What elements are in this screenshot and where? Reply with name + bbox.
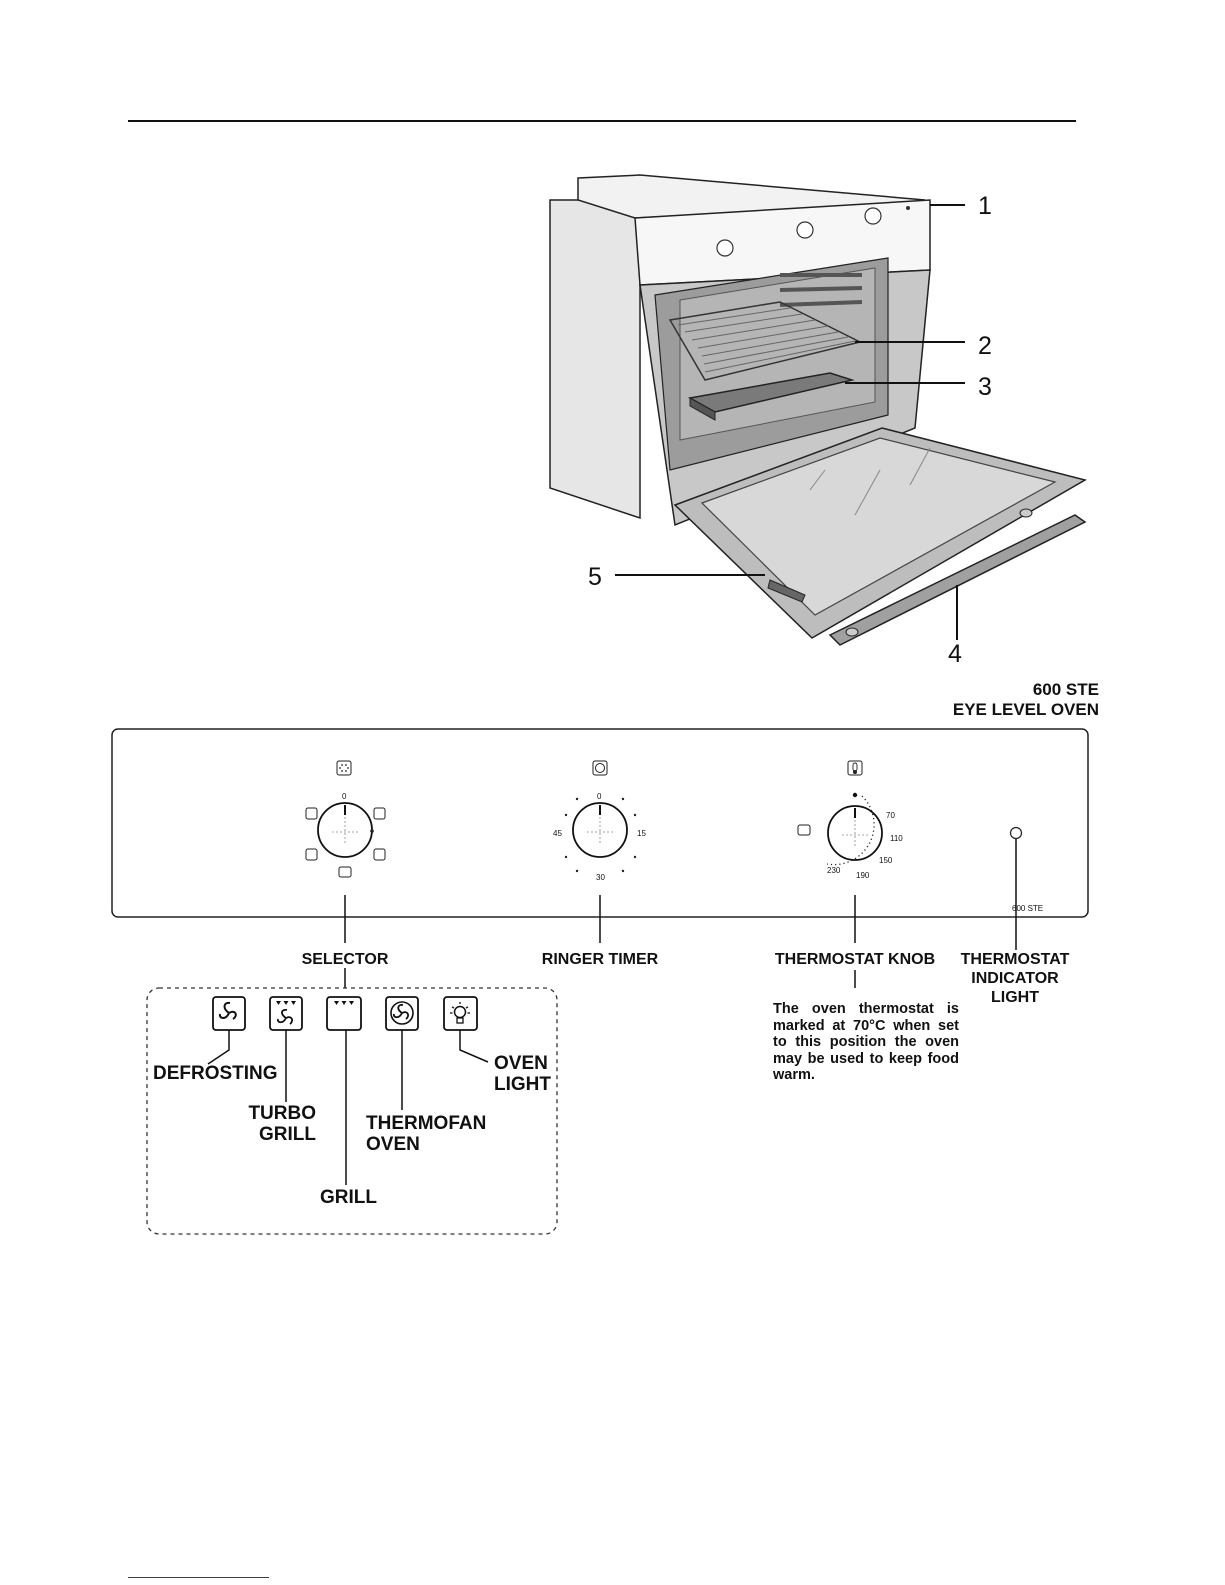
turbo-grill-label: TURBO GRILL (246, 1103, 316, 1145)
thermostat-knob-label: THERMOSTAT KNOB (765, 950, 945, 969)
grill-icon (327, 997, 361, 1030)
thermofan-oven-label: THERMOFAN OVEN (366, 1113, 486, 1155)
grill-label: GRILL (320, 1187, 377, 1208)
turbo-grill-label-line1: TURBO (246, 1103, 316, 1124)
turbo-grill-icon (270, 997, 302, 1030)
thermofan-oven-label-line2: OVEN (366, 1134, 486, 1155)
thermostat-note: The oven thermostat is marked at 70°C wh… (773, 1001, 959, 1084)
thermofan-icon (386, 997, 418, 1030)
indicator-light-label-line1: THERMOSTAT (950, 950, 1080, 969)
oven-light-label: OVEN LIGHT (494, 1053, 551, 1095)
indicator-light-label-line3: LIGHT (950, 988, 1080, 1007)
indicator-light-label: THERMOSTAT INDICATOR LIGHT (950, 950, 1080, 1007)
oven-light-icon (444, 997, 477, 1030)
defrost-fan-icon (213, 997, 245, 1030)
thermofan-oven-label-line1: THERMOFAN (366, 1113, 486, 1134)
turbo-grill-label-line2: GRILL (246, 1124, 316, 1145)
selector-label: SELECTOR (285, 950, 405, 969)
footer-rule (128, 1577, 269, 1578)
defrosting-label: DEFROSTING (153, 1063, 278, 1084)
oven-light-label-line2: LIGHT (494, 1074, 551, 1095)
ringer-timer-label: RINGER TIMER (520, 950, 680, 969)
oven-light-label-line1: OVEN (494, 1053, 551, 1074)
indicator-light-label-line2: INDICATOR (950, 969, 1080, 988)
